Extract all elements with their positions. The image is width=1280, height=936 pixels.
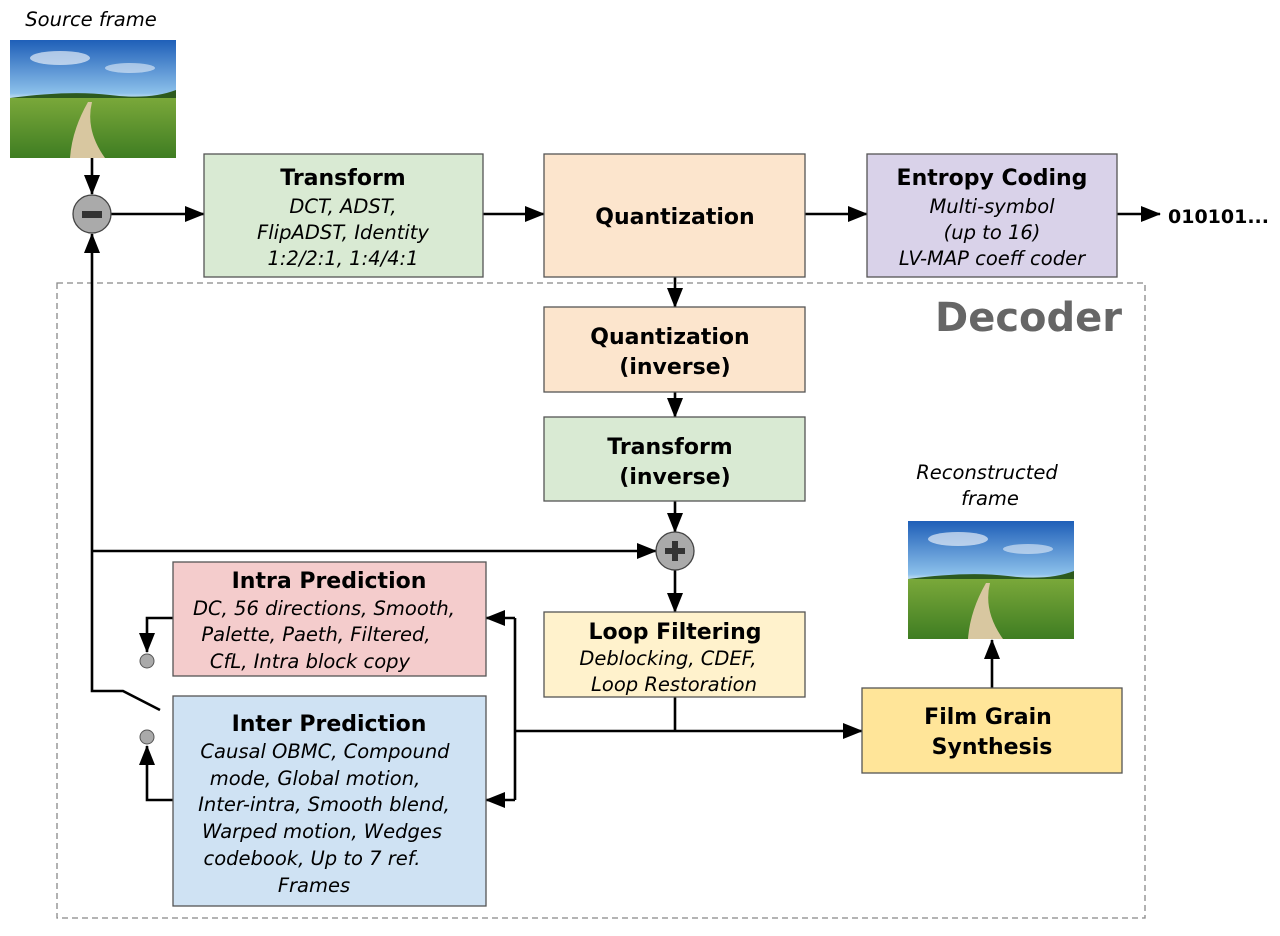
svg-text:Loop Restoration: Loop Restoration — [591, 673, 757, 696]
quantization-inverse-block: Quantization (inverse) — [543, 306, 806, 393]
svg-text:codebook, Up to 7 ref.: codebook, Up to 7 ref. — [204, 847, 421, 870]
decoder-label: Decoder — [935, 295, 1122, 341]
svg-text:Deblocking, CDEF,: Deblocking, CDEF, — [579, 647, 756, 670]
svg-text:Intra Prediction: Intra Prediction — [232, 569, 427, 594]
svg-text:Film Grain: Film Grain — [924, 705, 1052, 730]
svg-text:Palette, Paeth, Filtered,: Palette, Paeth, Filtered, — [201, 623, 430, 646]
svg-text:(inverse): (inverse) — [619, 355, 730, 380]
transform-block: Transform DCT, ADST, FlipADST, Identity … — [203, 153, 484, 278]
inter-prediction-block: Inter Prediction Causal OBMC, Compound m… — [172, 695, 487, 907]
svg-text:Causal OBMC, Compound: Causal OBMC, Compound — [200, 740, 450, 763]
inter-switch-contact — [139, 729, 155, 745]
svg-text:Transform: Transform — [280, 166, 406, 191]
svg-text:CfL, Intra block copy: CfL, Intra block copy — [210, 650, 411, 673]
svg-text:Loop Filtering: Loop Filtering — [588, 620, 761, 645]
source-frame-image — [10, 40, 176, 158]
film-grain-block: Film Grain Synthesis — [861, 687, 1123, 774]
entropy-coding-block: Entropy Coding Multi-symbol (up to 16) L… — [866, 153, 1118, 278]
svg-text:1:2/2:1, 1:4/4:1: 1:2/2:1, 1:4/4:1 — [267, 247, 418, 270]
output-bitstream: 010101... — [1168, 206, 1269, 228]
svg-text:DCT, ADST,: DCT, ADST, — [289, 195, 396, 218]
svg-text:Frames: Frames — [278, 874, 350, 897]
svg-text:mode, Global motion,: mode, Global motion, — [210, 767, 421, 790]
decoder-region — [56, 282, 1146, 919]
plus-icon — [665, 541, 685, 561]
svg-text:Quantization: Quantization — [590, 325, 749, 350]
svg-text:Inter Prediction: Inter Prediction — [232, 712, 427, 737]
svg-text:DC, 56 directions, Smooth,: DC, 56 directions, Smooth, — [193, 597, 455, 620]
connectors — [84, 158, 1161, 808]
svg-text:LV-MAP coeff coder: LV-MAP coeff coder — [899, 247, 1087, 270]
subtract-node — [72, 194, 112, 234]
svg-text:Warped motion, Wedges: Warped motion, Wedges — [202, 820, 442, 843]
svg-text:FlipADST, Identity: FlipADST, Identity — [257, 221, 429, 244]
reconstructed-frame-label-1: Reconstructed — [916, 461, 1058, 484]
intra-prediction-block: Intra Prediction DC, 56 directions, Smoo… — [172, 561, 487, 677]
add-node — [655, 531, 695, 571]
svg-text:Multi-symbol: Multi-symbol — [929, 195, 1055, 218]
intra-switch-contact — [139, 653, 155, 669]
svg-text:Inter-intra, Smooth blend,: Inter-intra, Smooth blend, — [198, 793, 450, 816]
minus-icon — [82, 211, 102, 218]
svg-text:Entropy Coding: Entropy Coding — [897, 166, 1088, 191]
svg-text:(inverse): (inverse) — [619, 465, 730, 490]
transform-inverse-block: Transform (inverse) — [543, 416, 806, 502]
svg-text:Synthesis: Synthesis — [932, 735, 1053, 760]
source-frame-label: Source frame — [25, 8, 156, 31]
reconstructed-frame-image — [908, 521, 1074, 639]
loop-filtering-block: Loop Filtering Deblocking, CDEF, Loop Re… — [543, 611, 806, 698]
quantization-block: Quantization — [543, 153, 806, 278]
svg-text:Transform: Transform — [607, 435, 733, 460]
svg-text:Quantization: Quantization — [595, 205, 754, 230]
svg-text:(up to 16): (up to 16) — [944, 221, 1041, 244]
reconstructed-frame-label-2: frame — [961, 487, 1019, 510]
